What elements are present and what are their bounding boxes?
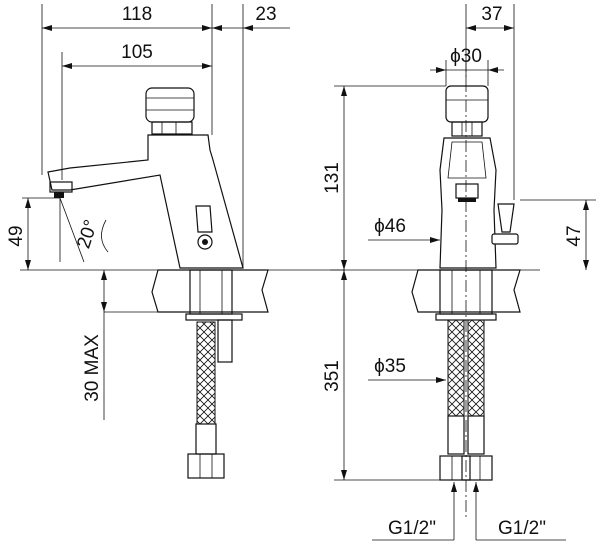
push-button-front	[445, 85, 489, 123]
hose-side	[196, 321, 216, 425]
dim-reach: 105	[121, 42, 153, 63]
tap-body-side	[47, 134, 244, 269]
nut-right	[461, 455, 493, 481]
dim-spout-height: 49	[6, 225, 27, 246]
temp-handle-side	[195, 205, 213, 233]
dim-button-dia: ϕ30	[450, 46, 482, 67]
dim-height: 131	[322, 162, 343, 194]
nut-side	[187, 453, 225, 479]
nut-left	[439, 455, 471, 481]
front-view: 37 ϕ30 131 ϕ46 47 351 ϕ35	[322, 4, 596, 541]
temp-handle-front	[497, 203, 515, 233]
dim-hose-length: 351	[322, 360, 343, 392]
dim-total-width: 118	[122, 4, 152, 25]
dim-angle: 20°	[73, 217, 102, 251]
dim-max-thickness: 30 MAX	[82, 334, 103, 402]
dim-handle-height: 47	[564, 225, 585, 246]
aerator	[54, 192, 64, 198]
dim-base-offset: 23	[255, 4, 276, 25]
push-button-side	[145, 87, 195, 123]
hose-right	[467, 319, 485, 417]
side-view: 118 105 23 49 20° 30 MAX	[6, 4, 345, 479]
dim-body-dia: ϕ46	[374, 216, 406, 237]
tap-body-front	[439, 137, 497, 269]
hose-left	[447, 319, 465, 417]
countertop-side	[151, 269, 269, 313]
dim-hose-dia: ϕ35	[374, 356, 406, 377]
thread-left: G1/2"	[388, 518, 436, 539]
thread-right: G1/2"	[498, 518, 546, 539]
dim-button-offset: 37	[481, 4, 502, 25]
